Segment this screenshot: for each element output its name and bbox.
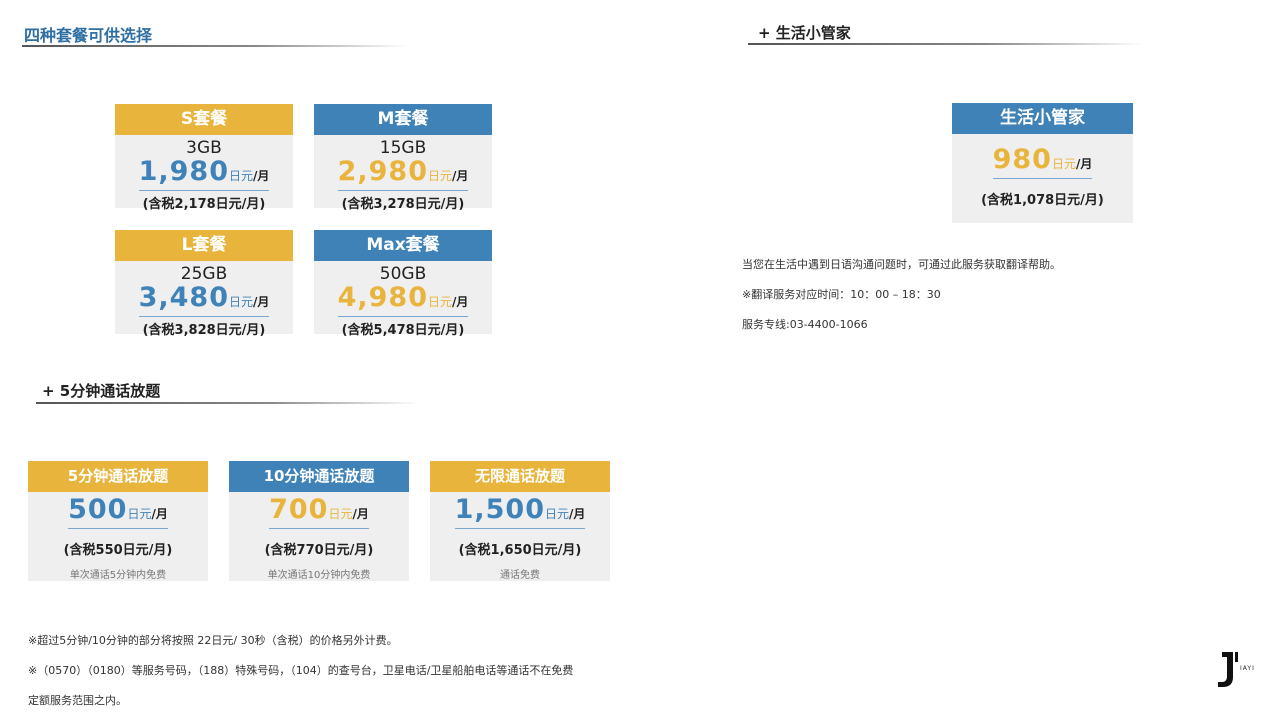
call-plan-note: 通话免费 <box>500 570 540 581</box>
plan-tax-price: (含税3,828日元/月) <box>142 323 266 338</box>
plans-section-title: 四种套餐可供选择 <box>24 26 153 45</box>
plan-card-s: S套餐 3GB 1,980日元/月 (含税2,178日元/月) <box>115 104 293 212</box>
price-value: 3,480 <box>138 282 229 313</box>
plan-card-l: L套餐 25GB 3,480日元/月 (含税3,828日元/月) <box>115 230 293 338</box>
life-card-price: 980日元/月 <box>992 144 1093 179</box>
price-value: 1,980 <box>138 156 229 187</box>
footnote-3: 定额服务范围之内。 <box>28 694 127 707</box>
price-unit: 日元 <box>229 169 254 183</box>
brand-logo-mark <box>1218 652 1238 687</box>
life-hotline: 服务专线:03-4400-1066 <box>742 318 868 331</box>
call-plan-price: 1,500日元/月 <box>454 494 586 529</box>
price-unit: 日元 <box>328 507 353 521</box>
life-title-divider <box>748 43 1143 45</box>
call-plan-price: 500日元/月 <box>68 496 168 529</box>
price-period: /月 <box>253 169 270 183</box>
plan-tax-price: (含税5,478日元/月) <box>341 323 465 338</box>
price-value: 980 <box>992 144 1052 175</box>
plan-data: 3GB <box>186 138 222 158</box>
price-unit: 日元 <box>1051 157 1076 171</box>
call-plan-tax-price: (含税770日元/月) <box>264 543 374 558</box>
plan-name: L套餐 <box>115 230 293 261</box>
price-unit: 日元 <box>545 507 570 521</box>
call-plan-tax-price: (含税1,650日元/月) <box>458 543 582 558</box>
brand-logo: IAYI <box>1216 650 1264 690</box>
plan-name: S套餐 <box>115 104 293 135</box>
price-value: 500 <box>68 494 128 525</box>
call-card-5min: 5分钟通话放题 500日元/月 (含税550日元/月) 单次通话5分钟内免费 <box>28 461 208 581</box>
call-plan-name: 10分钟通话放题 <box>229 461 409 492</box>
plan-name: M套餐 <box>314 104 492 135</box>
price-value: 1,500 <box>454 494 545 525</box>
plan-card-m: M套餐 15GB 2,980日元/月 (含税3,278日元/月) <box>314 104 492 212</box>
plan-data: 50GB <box>379 264 427 284</box>
price-period: /月 <box>253 295 270 309</box>
life-card-tax-price: (含税1,078日元/月) <box>981 193 1104 208</box>
call-plan-note: 单次通话5分钟内免费 <box>69 570 167 581</box>
price-period: /月 <box>569 507 586 521</box>
price-unit: 日元 <box>229 295 254 309</box>
price-unit: 日元 <box>428 295 453 309</box>
plan-price: 3,480日元/月 <box>138 282 270 317</box>
call-title-divider <box>36 402 421 404</box>
life-service-hours: ※翻译服务对应时间：10：00 – 18：30 <box>742 288 941 301</box>
call-plan-name: 无限通话放题 <box>430 461 610 492</box>
price-value: 700 <box>269 494 329 525</box>
plan-card-max: Max套餐 50GB 4,980日元/月 (含税5,478日元/月) <box>314 230 492 338</box>
price-period: /月 <box>452 169 469 183</box>
brand-logo-text: IAYI <box>1240 665 1255 672</box>
call-card-unlimited: 无限通话放题 1,500日元/月 (含税1,650日元/月) 通话免费 <box>430 461 610 581</box>
plan-data: 25GB <box>180 264 228 284</box>
price-value: 4,980 <box>337 282 428 313</box>
life-assistant-section-title: + 生活小管家 <box>758 24 851 42</box>
price-unit: 日元 <box>428 169 453 183</box>
price-period: /月 <box>352 507 369 521</box>
price-unit: 日元 <box>127 507 152 521</box>
call-plan-note: 单次通话10分钟内免费 <box>267 570 371 581</box>
call-card-10min: 10分钟通话放题 700日元/月 (含税770日元/月) 单次通话10分钟内免费 <box>229 461 409 581</box>
footnote-1: ※超过5分钟/10分钟的部分将按照 22日元/ 30秒（含税）的价格另外计费。 <box>28 634 398 647</box>
plan-tax-price: (含税2,178日元/月) <box>142 197 266 212</box>
plan-price: 1,980日元/月 <box>138 156 270 191</box>
plan-tax-price: (含税3,278日元/月) <box>341 197 465 212</box>
price-period: /月 <box>151 507 168 521</box>
plan-price: 2,980日元/月 <box>337 156 469 191</box>
price-period: /月 <box>1076 157 1093 171</box>
price-value: 2,980 <box>337 156 428 187</box>
title-divider <box>22 45 407 47</box>
footnote-2: ※（0570）（0180）等服务号码，（188）特殊号码，（104）的查号台，卫… <box>28 664 574 677</box>
call-plan-name: 5分钟通话放题 <box>28 461 208 492</box>
call-plan-tax-price: (含税550日元/月) <box>63 543 173 558</box>
call-section-title: + 5分钟通话放题 <box>42 382 161 400</box>
life-assistant-card: 生活小管家 980日元/月 (含税1,078日元/月) <box>952 103 1133 223</box>
plan-name: Max套餐 <box>314 230 492 261</box>
plan-price: 4,980日元/月 <box>337 282 469 317</box>
life-description: 当您在生活中遇到日语沟通问题时，可通过此服务获取翻译帮助。 <box>742 258 1061 271</box>
price-period: /月 <box>452 295 469 309</box>
plan-data: 15GB <box>379 138 427 158</box>
call-plan-price: 700日元/月 <box>269 496 369 529</box>
life-card-name: 生活小管家 <box>952 103 1133 134</box>
